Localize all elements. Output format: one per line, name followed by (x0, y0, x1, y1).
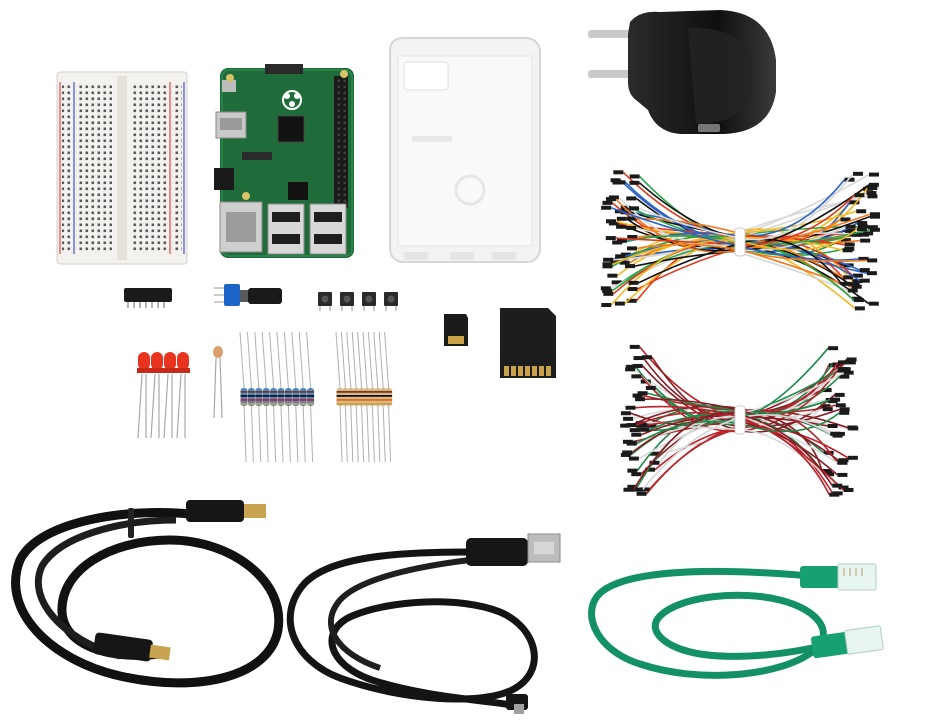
button-icon (318, 292, 332, 311)
power-adapter (588, 10, 776, 134)
button-icon (362, 292, 376, 311)
resistor-icon (306, 331, 315, 463)
resistor-icon (335, 331, 344, 463)
resistor-icon (357, 331, 366, 463)
resistor-icon (378, 331, 387, 463)
resistor-icon (351, 331, 360, 463)
resistor-icon (340, 331, 349, 463)
resistor-icon (269, 331, 278, 463)
resistor-icon (373, 331, 382, 463)
raspberry-pi-board (214, 64, 354, 258)
button-icon (384, 292, 398, 311)
potentiometer (214, 284, 282, 306)
resistor-icon (246, 331, 255, 463)
jumper-wires-colored (600, 170, 880, 311)
jumper-wire (610, 178, 868, 248)
photoresistor (213, 346, 223, 419)
usb-cable (286, 533, 561, 714)
jumper-wire (606, 209, 867, 236)
resistor-icon (298, 331, 307, 463)
led-icon (163, 352, 177, 439)
clear-case (389, 37, 541, 263)
resistor-icon (384, 331, 393, 463)
breadboard (56, 71, 188, 265)
jumper-wire (646, 423, 849, 490)
led-icon (176, 352, 190, 439)
microsd-card (444, 314, 468, 346)
jumper-wire (601, 227, 867, 308)
ic-chip (124, 288, 172, 308)
resistor-icon (239, 331, 248, 463)
resistor-icon (291, 331, 300, 463)
jumper-wire (649, 415, 848, 465)
resistor-icon (276, 331, 285, 463)
ethernet-cable (588, 563, 884, 679)
led-icon (150, 352, 164, 439)
jumper-wire (626, 411, 840, 497)
resistors-beige (335, 331, 393, 463)
jumper-wire (625, 405, 854, 493)
jumper-wire (601, 205, 869, 261)
button-icon (340, 292, 354, 311)
jumper-wires-red-green (620, 344, 859, 497)
led-icon (137, 352, 151, 439)
resistor-icon (261, 331, 270, 463)
red-leds (137, 352, 190, 439)
resistor-icon (254, 331, 263, 463)
resistor-icon (346, 331, 355, 463)
resistor-icon (283, 331, 292, 463)
resistor-icon (362, 331, 371, 463)
raspberry-logo-icon (282, 90, 302, 110)
resistors-blue (239, 331, 315, 463)
hdmi-cable (11, 500, 284, 688)
push-buttons (318, 292, 398, 311)
sd-adapter (500, 308, 556, 378)
resistor-icon (367, 331, 376, 463)
